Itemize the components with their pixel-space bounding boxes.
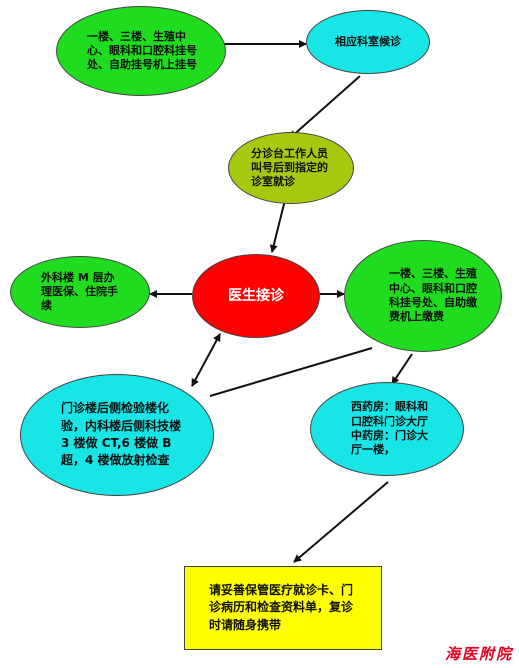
node-insurance-label: 外科楼 M 层办理医保、住院手续 bbox=[41, 270, 118, 313]
node-waiting-room-label: 相应科室候诊 bbox=[335, 34, 401, 48]
node-pharmacy: 西药房：眼科和口腔科门诊大厅 中药房：门诊大厅一楼， bbox=[310, 382, 464, 476]
arrow-waiting-to-triage bbox=[289, 75, 361, 139]
footer-signature: 海医附院 bbox=[444, 645, 513, 663]
node-payment: 一楼、三楼、生殖中心、眼科和口腔科挂号处、自助缴费机上缴费 bbox=[344, 240, 502, 352]
line-payment-to-exams bbox=[209, 347, 373, 397]
arrow-exams-doctor bbox=[191, 333, 221, 387]
node-insurance: 外科楼 M 层办理医保、住院手续 bbox=[10, 256, 150, 328]
node-waiting-room: 相应科室候诊 bbox=[306, 10, 430, 74]
node-triage: 分诊台工作人员叫号后到指定的诊室就诊 bbox=[228, 132, 354, 204]
node-reminder: 请妥善保管医疗就诊卡、门诊病历和检查资料单，复诊时请随身携带 bbox=[184, 566, 382, 650]
arrow-pharmacy-to-reminder bbox=[293, 481, 389, 563]
arrow-triage-to-doctor bbox=[269, 195, 287, 253]
arrow-payment-to-pharmacy bbox=[391, 353, 413, 385]
node-payment-label: 一楼、三楼、生殖中心、眼科和口腔科挂号处、自助缴费机上缴费 bbox=[389, 267, 477, 324]
node-registration: 一楼、三楼、生殖中心、眼科和口腔科挂号处、自助挂号机上挂号 bbox=[56, 6, 226, 96]
node-exams: 门诊楼后侧检验楼化验，内科楼后侧科技楼 3 楼做 CT,6 楼做 B 超，4 楼… bbox=[20, 374, 214, 496]
node-pharmacy-line2: 中药房：门诊大厅一楼， bbox=[351, 429, 428, 457]
node-reminder-label: 请妥善保管医疗就诊卡、门诊病历和检查资料单，复诊时请随身携带 bbox=[209, 582, 354, 632]
node-registration-label: 一楼、三楼、生殖中心、眼科和口腔科挂号处、自助挂号机上挂号 bbox=[87, 29, 197, 72]
node-pharmacy-line1: 西药房：眼科和口腔科门诊大厅 bbox=[351, 400, 428, 428]
node-doctor-visit: 医生接诊 bbox=[192, 254, 320, 338]
node-doctor-visit-label: 医生接诊 bbox=[228, 287, 284, 304]
node-triage-label: 分诊台工作人员叫号后到指定的诊室就诊 bbox=[251, 146, 328, 189]
node-exams-label: 门诊楼后侧检验楼化验，内科楼后侧科技楼 3 楼做 CT,6 楼做 B 超，4 楼… bbox=[61, 401, 182, 468]
